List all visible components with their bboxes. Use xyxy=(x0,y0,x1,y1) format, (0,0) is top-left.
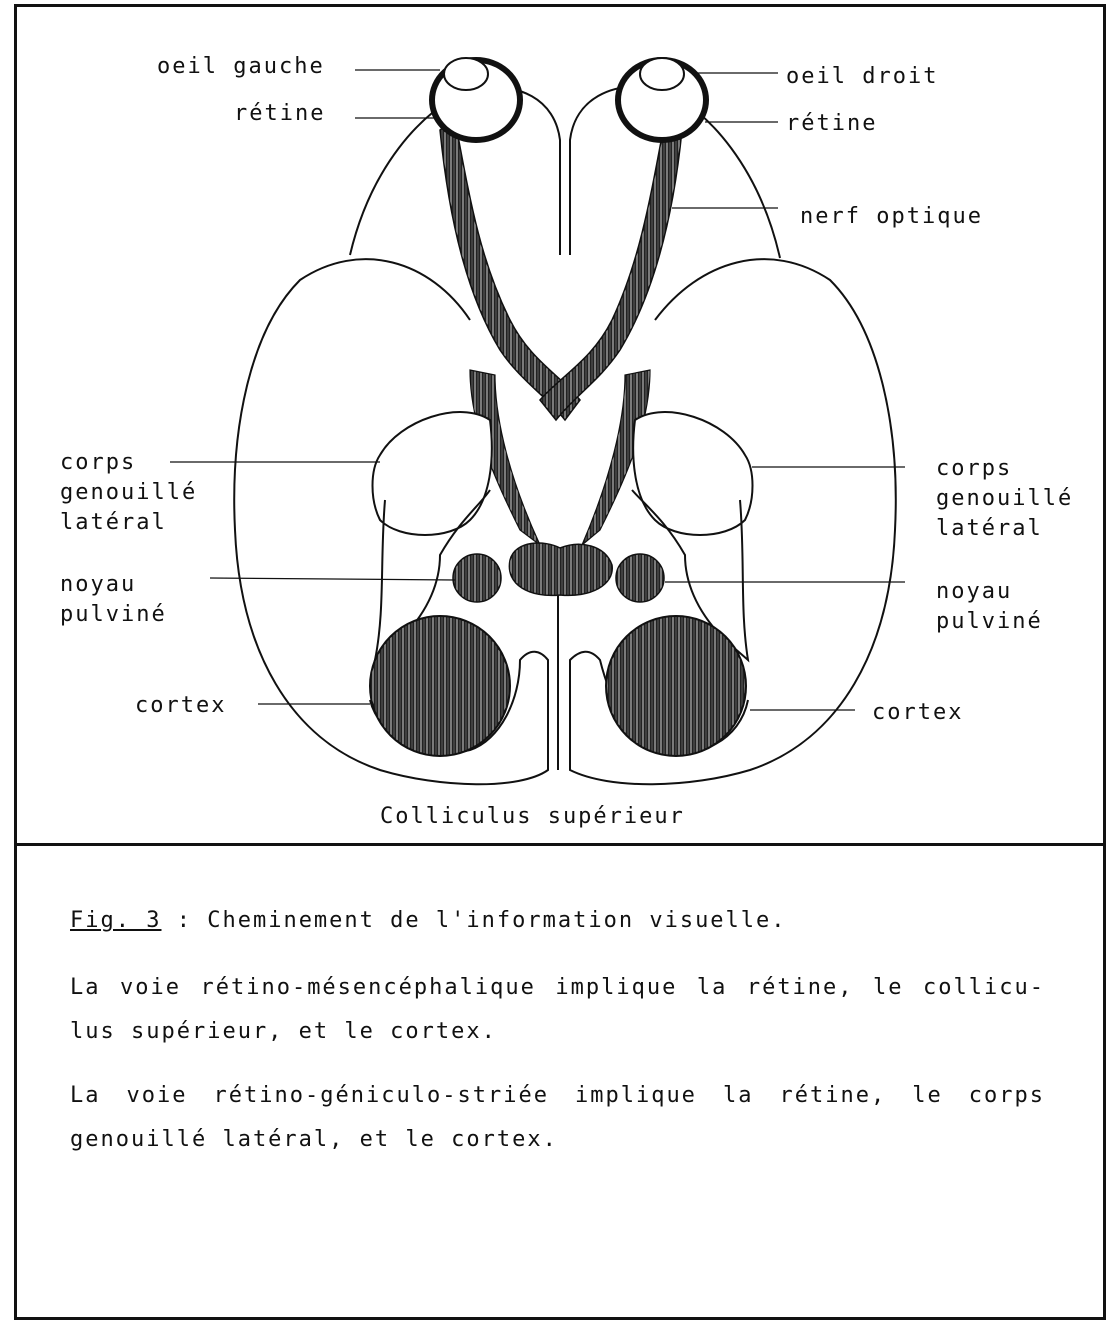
pulvinar-left xyxy=(453,554,501,602)
lateral-geniculate-right xyxy=(633,412,752,535)
label-cgl-right-2: genouillé xyxy=(936,484,1073,513)
label-cgl-left-1: corps xyxy=(60,448,136,477)
caption-title-text: : Cheminement de l'information visuelle. xyxy=(161,908,786,933)
caption-paragraph-1: La voie rétino-mésencéphalique implique … xyxy=(70,966,1045,1054)
label-oeil-gauche: oeil gauche xyxy=(157,52,325,81)
label-cortex-left: cortex xyxy=(135,691,226,720)
figure-reference: Fig. 3 xyxy=(70,908,161,933)
label-retine-left: rétine xyxy=(234,99,325,128)
lateral-geniculate-left xyxy=(373,412,492,535)
label-cgl-right-3: latéral xyxy=(936,514,1043,543)
label-oeil-droit: oeil droit xyxy=(786,62,938,91)
label-retine-right: rétine xyxy=(786,109,877,138)
caption-divider xyxy=(14,843,1106,846)
label-cgl-left-3: latéral xyxy=(60,508,167,537)
label-pulvine-left-2: pulviné xyxy=(60,600,167,629)
superior-colliculus xyxy=(509,543,612,595)
label-nerf-optique: nerf optique xyxy=(800,202,983,231)
visual-cortex-left xyxy=(370,616,510,756)
label-colliculus: Colliculus supérieur xyxy=(380,802,685,831)
label-cgl-left-2: genouillé xyxy=(60,478,197,507)
optic-nerve-right xyxy=(540,120,682,420)
label-cgl-right-1: corps xyxy=(936,454,1012,483)
caption-paragraph-2: La voie rétino-géniculo-striée implique … xyxy=(70,1074,1045,1162)
label-pulvine-right-2: pulviné xyxy=(936,607,1043,636)
pulvinar-right xyxy=(616,554,664,602)
caption-title: Fig. 3 : Cheminement de l'information vi… xyxy=(70,908,787,933)
visual-cortex-right xyxy=(606,616,746,756)
label-cortex-right: cortex xyxy=(872,698,963,727)
label-pulvine-right-1: noyau xyxy=(936,577,1012,606)
label-pulvine-left-1: noyau xyxy=(60,570,136,599)
